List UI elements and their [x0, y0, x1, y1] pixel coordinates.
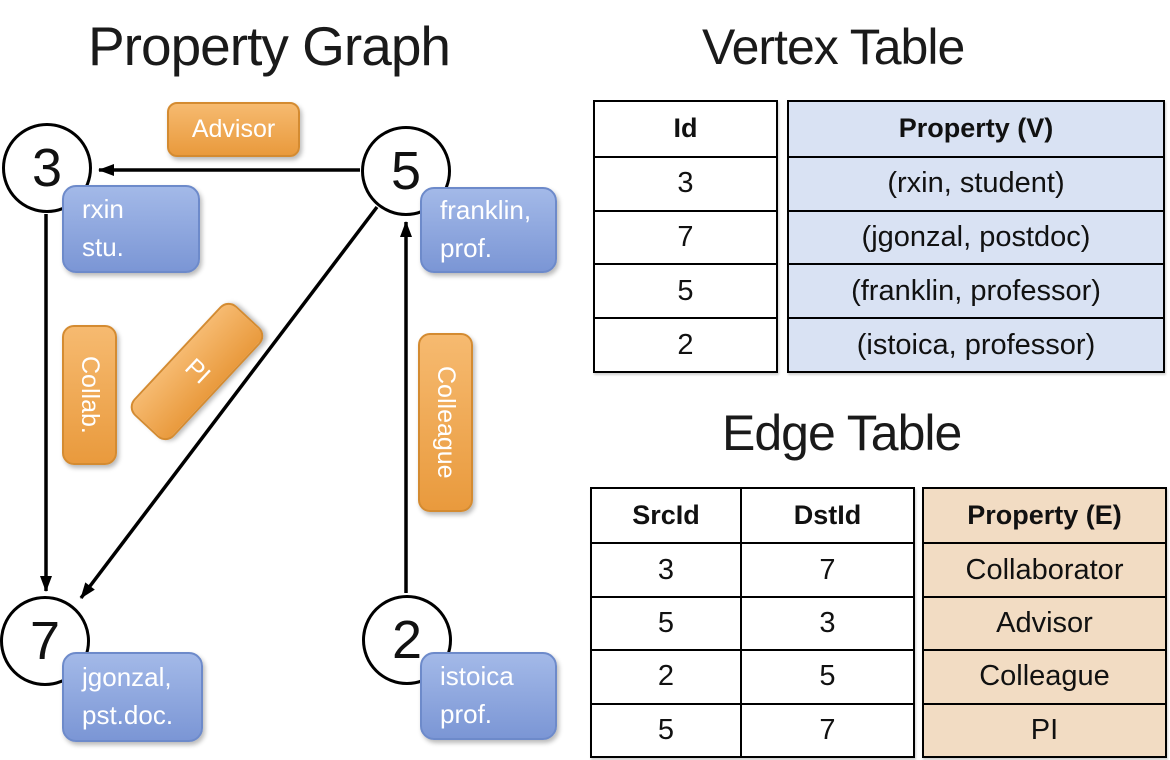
- edge-table-srcid-cell: 2: [592, 651, 742, 703]
- edge-table-header-row: SrcId DstId: [592, 489, 913, 543]
- edge-table-property-column: Property (E) Collaborator Advisor Collea…: [922, 487, 1167, 758]
- vertex-node-2-id: 2: [391, 610, 423, 670]
- edge-table-srcid-cell: 5: [592, 704, 742, 756]
- edge-table-dstid-cell: 3: [819, 606, 836, 639]
- edge-table-property-cell: PI: [924, 702, 1165, 756]
- vertex-table-header-id: Id: [673, 113, 698, 144]
- edge-table-id-columns: SrcId DstId 3 7 5 3 2 5 5 7: [590, 487, 915, 758]
- node-label-istoica-line1: istoica: [440, 661, 514, 692]
- edge-label-collab: Collab.: [62, 325, 117, 465]
- node-label-rxin-line2: stu.: [82, 232, 124, 262]
- vertex-table-property-column: Property (V) (rxin, student) (jgonzal, p…: [787, 100, 1165, 373]
- node-label-franklin: franklin, prof.: [420, 187, 557, 273]
- edge-table-header-srcid: SrcId: [592, 489, 742, 543]
- node-label-istoica-line2: prof.: [440, 699, 493, 729]
- edge-table-dstid-cell: 7: [819, 713, 836, 746]
- edge-label-colleague: Colleague: [418, 333, 473, 512]
- vertex-table-id-cell: 5: [595, 263, 776, 317]
- vertex-node-7-id: 7: [29, 611, 61, 671]
- property-graph-title: Property Graph: [88, 15, 451, 77]
- edge-table-title: Edge Table: [722, 405, 962, 461]
- node-label-rxin-line1: rxin: [82, 194, 124, 225]
- edge-table-row: 5 7: [592, 702, 913, 756]
- node-label-franklin-line2: prof.: [440, 233, 493, 263]
- vertex-table-property-cell: (jgonzal, postdoc): [789, 209, 1163, 264]
- vertex-table-property-cell: (franklin, professor): [789, 263, 1163, 318]
- vertex-node-2: 2: [362, 595, 452, 685]
- node-label-jgonzal-line1: jgonzal,: [82, 662, 172, 693]
- vertex-node-5-id: 5: [390, 141, 422, 201]
- node-label-jgonzal: jgonzal, pst.doc.: [62, 652, 203, 742]
- edge-table-header-dstid: DstId: [793, 500, 862, 531]
- vertex-table-property-cell: (rxin, student): [789, 155, 1163, 210]
- edge-table-property-cell: Collaborator: [924, 542, 1165, 596]
- edge-line-pi-5-to-7: [79, 205, 379, 600]
- node-label-franklin-line1: franklin,: [440, 195, 532, 226]
- edge-table-srcid-cell: 3: [592, 544, 742, 596]
- vertex-table-header-property: Property (V): [789, 102, 1163, 156]
- vertex-table-title: Vertex Table: [702, 19, 965, 75]
- vertex-node-5: 5: [361, 126, 451, 216]
- edge-table-dstid-cell: 7: [819, 553, 836, 586]
- vertex-table-id-column: Id 3 7 5 2: [593, 100, 778, 373]
- edge-table-row: 3 7: [592, 542, 913, 596]
- node-label-rxin: rxin stu.: [62, 185, 200, 273]
- vertex-table-id-cell: 7: [595, 209, 776, 264]
- vertex-table-property-cell: (istoica, professor): [789, 317, 1163, 371]
- edge-table-row: 2 5: [592, 649, 913, 703]
- node-label-istoica: istoica prof.: [420, 652, 557, 740]
- edge-table-header-property: Property (E): [924, 489, 1165, 543]
- node-label-jgonzal-line2: pst.doc.: [82, 700, 174, 730]
- edge-table-property-cell: Advisor: [924, 595, 1165, 650]
- vertex-node-3-id: 3: [31, 138, 63, 198]
- edge-table-srcid-cell: 5: [592, 597, 742, 650]
- edge-table-row: 5 3: [592, 595, 913, 650]
- edge-table-property-cell: Colleague: [924, 649, 1165, 703]
- vertex-table-id-cell: 2: [595, 317, 776, 371]
- edge-table-dstid-cell: 5: [819, 660, 836, 693]
- edge-label-advisor: Advisor: [167, 102, 300, 157]
- vertex-table-id-cell: 3: [595, 155, 776, 210]
